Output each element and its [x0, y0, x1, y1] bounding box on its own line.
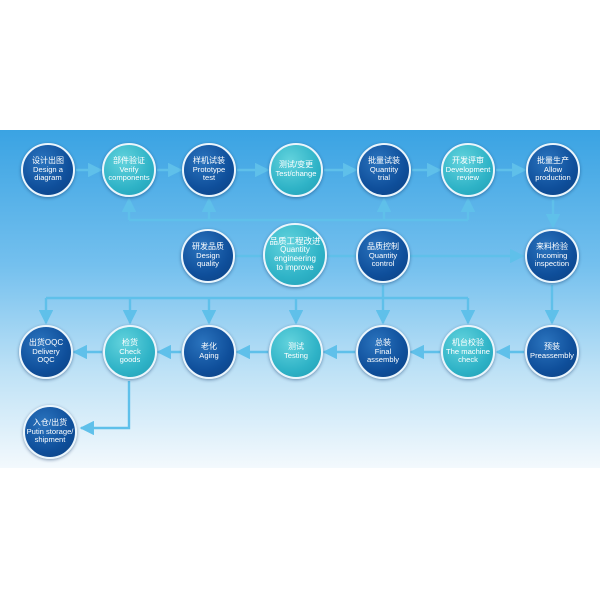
node-label-en: goods [119, 355, 141, 365]
node-label-zh: 测试/变更 [278, 160, 314, 170]
node-label-en: Quantity [369, 164, 399, 174]
node-label-en: Design a [33, 164, 63, 174]
node-label-zh: 测试 [288, 342, 304, 352]
node-label-en: Final [374, 346, 392, 356]
node-label-en: Testing [283, 351, 309, 361]
node-label-en: control [371, 259, 395, 269]
node-label-zh: 样机试装 [193, 156, 225, 166]
node-label-en: Putin storage/ [26, 426, 74, 436]
node-label-zh: 批量生产 [537, 156, 569, 166]
node-label-en: Delivery [32, 346, 60, 356]
node-label-zh: 开发评审 [452, 156, 484, 166]
node-label-zh: 设计出图 [32, 156, 64, 166]
node-label-zh: 检货 [122, 338, 138, 348]
node-label-zh: 部件验证 [113, 156, 145, 166]
arrow-check-to-storage [79, 381, 131, 436]
node-label-en: Allow [543, 164, 563, 174]
node-label-zh: 出货OQC [28, 338, 64, 348]
node-label-en: trial [377, 173, 391, 183]
node-label-en: Preassembly [530, 351, 574, 361]
node-label-en: Verify [119, 164, 139, 174]
node-label-en: quality [197, 259, 219, 269]
node-label-en: OQC [37, 355, 55, 365]
node-label-en: Check [119, 346, 141, 356]
node-label-en: Development [445, 164, 491, 174]
node-label-zh: 来料检验 [536, 242, 568, 252]
node-label-en: assembly [366, 355, 400, 365]
node-label-en: Aging [199, 351, 219, 361]
node-label-en: components [108, 173, 150, 183]
node-label-zh: 批量试装 [368, 156, 400, 166]
node-label-en: engineering [274, 254, 316, 264]
node-label-zh: 研发品质 [192, 242, 224, 252]
node-label-en: Incoming [536, 250, 568, 260]
node-label-en: Prototype [192, 164, 226, 174]
node-label-zh: 入仓/出货 [32, 418, 68, 428]
node-label-en: test [202, 173, 216, 183]
node-label-zh: 老化 [201, 342, 217, 352]
node-label-zh: 预装 [544, 342, 560, 352]
node-label-en: shipment [34, 435, 66, 445]
node-label-zh: 品质工程改进 [269, 235, 321, 246]
node-label-en: Quantity [368, 250, 398, 260]
node-label-en: review [457, 173, 479, 183]
node-label-en: to improve [276, 263, 314, 273]
node-label-zh: 总装 [375, 338, 391, 348]
flow-connectors [38, 162, 561, 436]
node-label-en: production [535, 173, 571, 183]
node-label-zh: 机台校验 [452, 338, 484, 348]
node-label-en: Design [196, 250, 220, 260]
node-label-zh: 品质控制 [367, 242, 399, 252]
node-label-en: diagram [34, 173, 62, 183]
node-label-en: Test/change [275, 169, 317, 179]
node-label-en: check [458, 355, 478, 365]
node-label-en: Quantity [280, 245, 310, 255]
node-label-en: The machine [446, 346, 490, 356]
node-label-en: inspection [534, 259, 570, 269]
